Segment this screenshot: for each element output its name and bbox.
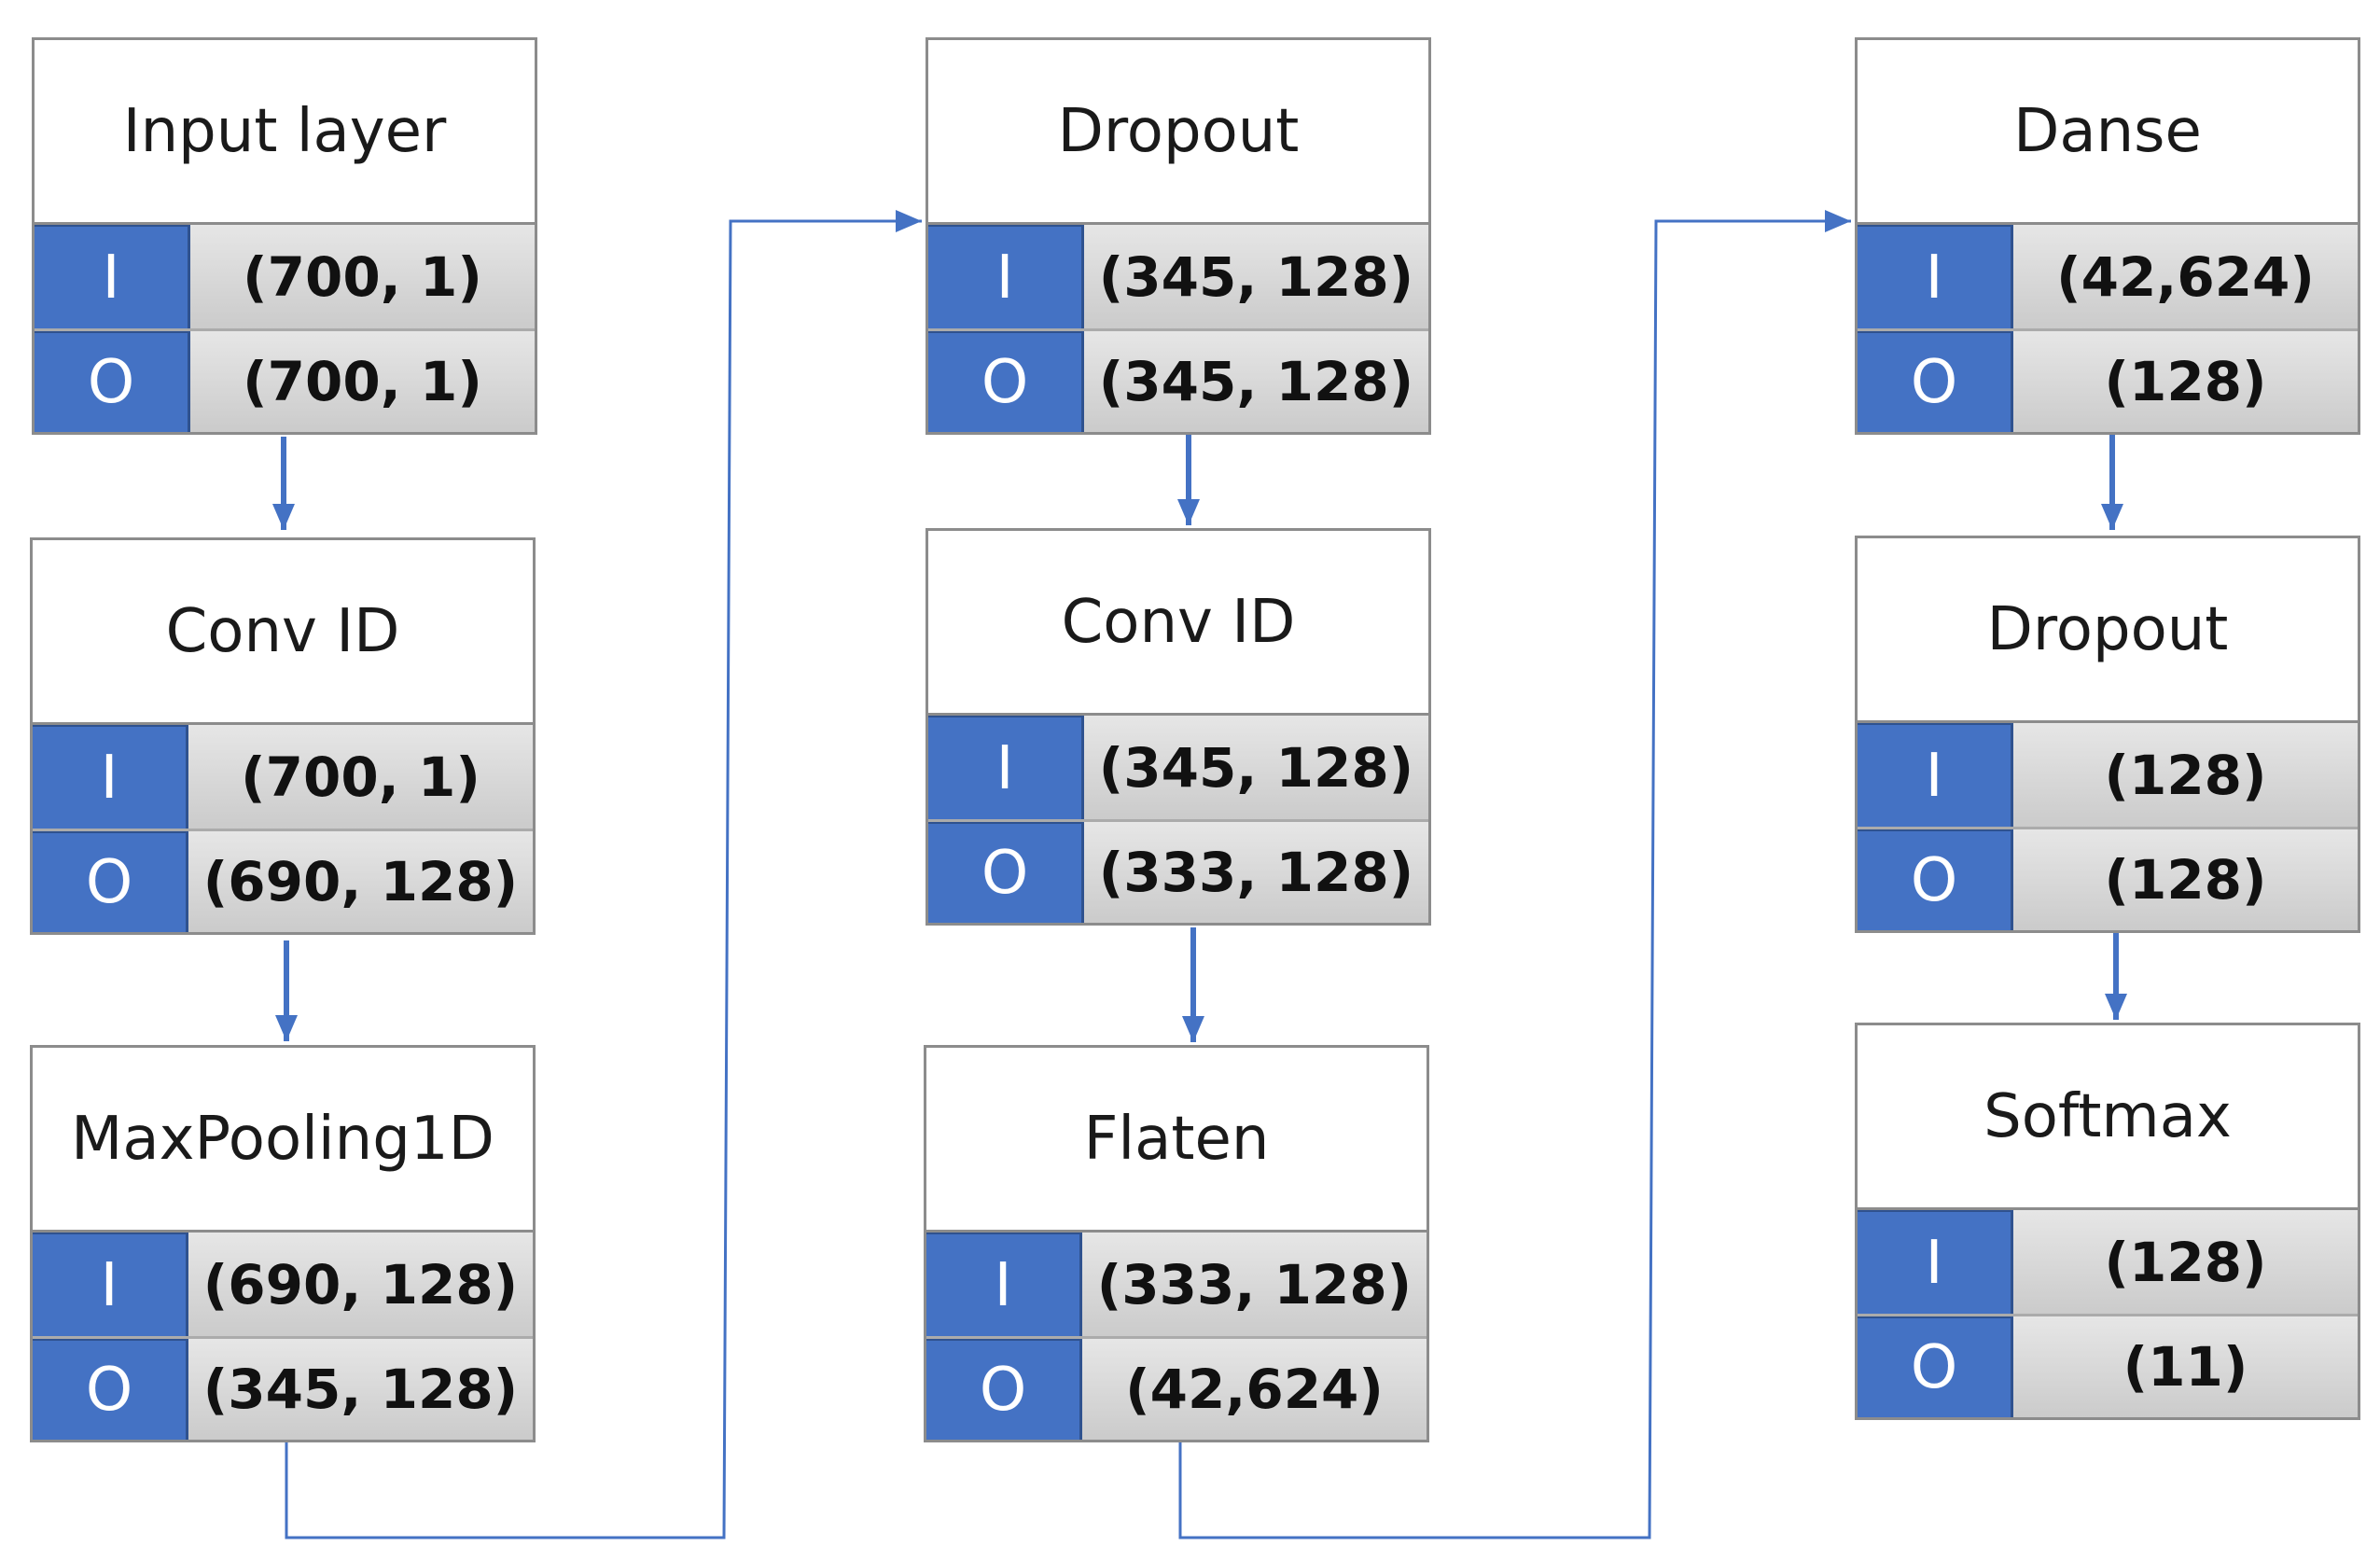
connector-maxpool-to-dropout1 <box>285 210 922 1539</box>
output-shape-row: O (42,624) <box>926 1336 1427 1440</box>
output-shape-value: (690, 128) <box>188 831 533 932</box>
output-tag: O <box>1858 331 2013 432</box>
input-shape-value: (128) <box>2013 1210 2358 1314</box>
layer-title: Flaten <box>926 1048 1427 1233</box>
output-shape-value: (345, 128) <box>188 1339 533 1440</box>
output-shape-row: O (128) <box>1858 328 2358 432</box>
layer-block-conv1: Conv ID I (700, 1) O (690, 128) <box>30 537 536 935</box>
input-tag: I <box>926 1233 1082 1336</box>
input-shape-row: I (333, 128) <box>926 1233 1427 1336</box>
output-shape-value: (345, 128) <box>1084 331 1428 432</box>
input-shape-value: (128) <box>2013 723 2358 827</box>
input-tag: I <box>33 725 188 829</box>
input-shape-value: (345, 128) <box>1084 225 1428 328</box>
output-tag: O <box>1858 829 2013 930</box>
input-shape-row: I (345, 128) <box>928 716 1428 819</box>
output-shape-row: O (128) <box>1858 827 2358 930</box>
input-shape-row: I (700, 1) <box>35 225 535 328</box>
layer-title: Softmax <box>1858 1025 2358 1210</box>
output-shape-value: (700, 1) <box>190 331 535 432</box>
input-shape-row: I (690, 128) <box>33 1233 533 1336</box>
input-shape-row: I (42,624) <box>1858 225 2358 328</box>
layer-title: Danse <box>1858 40 2358 225</box>
layer-block-dropout1: Dropout I (345, 128) O (345, 128) <box>926 37 1431 435</box>
layer-block-input: Input layer I (700, 1) O (700, 1) <box>32 37 537 435</box>
output-tag: O <box>928 822 1084 923</box>
input-shape-row: I (128) <box>1858 723 2358 827</box>
input-shape-value: (333, 128) <box>1082 1233 1427 1336</box>
input-shape-row: I (128) <box>1858 1210 2358 1314</box>
output-tag: O <box>926 1339 1082 1440</box>
layer-block-dropout2: Dropout I (128) O (128) <box>1855 536 2360 933</box>
input-tag: I <box>1858 1210 2013 1314</box>
output-tag: O <box>35 331 190 432</box>
layer-title: Conv ID <box>33 540 533 725</box>
output-tag: O <box>33 1339 188 1440</box>
layer-block-maxpool: MaxPooling1D I (690, 128) O (345, 128) <box>30 1045 536 1442</box>
input-tag: I <box>928 225 1084 328</box>
input-shape-value: (345, 128) <box>1084 716 1428 819</box>
output-shape-row: O (345, 128) <box>928 328 1428 432</box>
layer-title: Conv ID <box>928 531 1428 716</box>
input-shape-value: (700, 1) <box>188 725 533 829</box>
output-shape-value: (128) <box>2013 331 2358 432</box>
output-tag: O <box>1858 1316 2013 1417</box>
layer-title: Input layer <box>35 40 535 225</box>
output-shape-row: O (11) <box>1858 1314 2358 1417</box>
input-shape-value: (42,624) <box>2013 225 2358 328</box>
output-tag: O <box>928 331 1084 432</box>
input-shape-row: I (345, 128) <box>928 225 1428 328</box>
output-shape-row: O (690, 128) <box>33 829 533 932</box>
input-shape-row: I (700, 1) <box>33 725 533 829</box>
input-tag: I <box>928 716 1084 819</box>
layer-block-softmax: Softmax I (128) O (11) <box>1855 1023 2360 1420</box>
layer-block-flatten: Flaten I (333, 128) O (42,624) <box>924 1045 1429 1442</box>
output-shape-value: (333, 128) <box>1084 822 1428 923</box>
layer-title: Dropout <box>928 40 1428 225</box>
layer-title: Dropout <box>1858 538 2358 723</box>
input-shape-value: (700, 1) <box>190 225 535 328</box>
output-shape-row: O (345, 128) <box>33 1336 533 1440</box>
input-tag: I <box>33 1233 188 1336</box>
output-shape-row: O (333, 128) <box>928 819 1428 923</box>
layer-block-dense: Danse I (42,624) O (128) <box>1855 37 2360 435</box>
layer-title: MaxPooling1D <box>33 1048 533 1233</box>
input-tag: I <box>1858 225 2013 328</box>
input-shape-value: (690, 128) <box>188 1233 533 1336</box>
input-tag: I <box>35 225 190 328</box>
output-shape-row: O (700, 1) <box>35 328 535 432</box>
output-tag: O <box>33 831 188 932</box>
connector-flatten-to-dense <box>1178 210 1851 1539</box>
output-shape-value: (42,624) <box>1082 1339 1427 1440</box>
layer-block-conv2: Conv ID I (345, 128) O (333, 128) <box>926 528 1431 926</box>
output-shape-value: (11) <box>2013 1316 2358 1417</box>
output-shape-value: (128) <box>2013 829 2358 930</box>
input-tag: I <box>1858 723 2013 827</box>
